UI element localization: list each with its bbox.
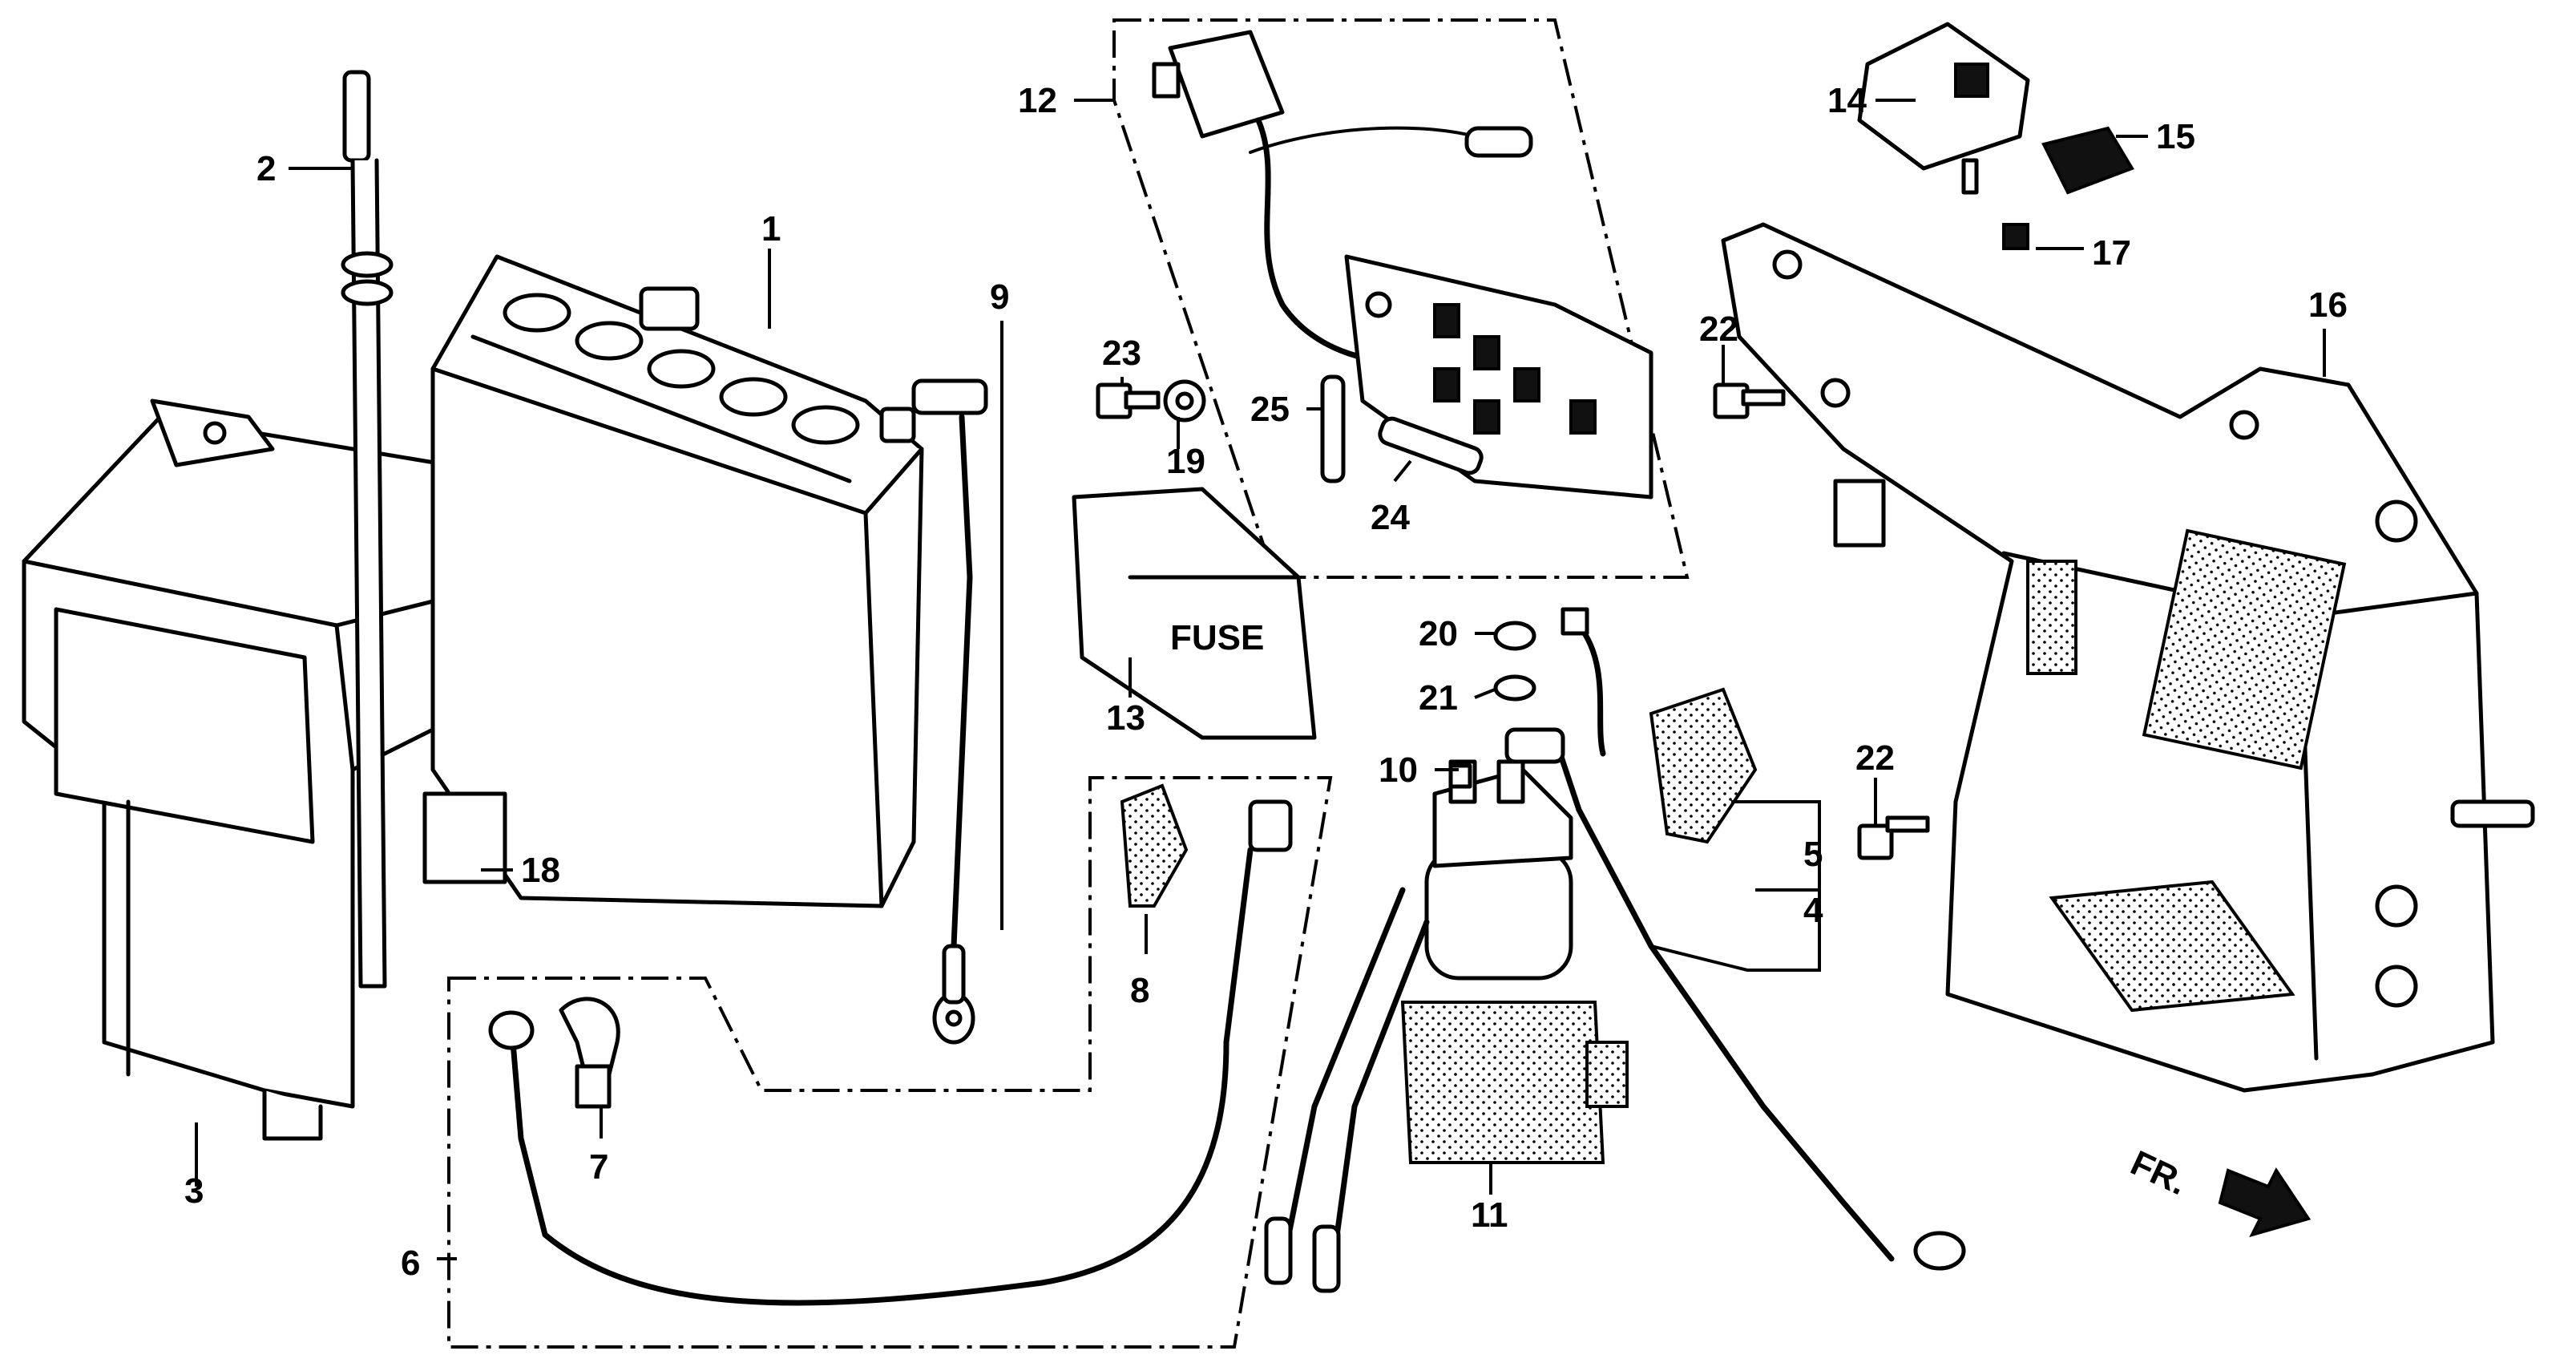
fuse-25 [1320,374,1346,483]
starter-relay [1400,759,1629,1164]
bolt-22-lower [1857,815,1930,860]
positive-cable [488,799,1293,1306]
callout-8: 8 [1130,971,1149,1010]
negative-cable [911,378,988,1045]
callout-19: 19 [1166,442,1205,481]
front-label: FR. [2125,1143,2193,1203]
callout-3: 3 [184,1171,204,1211]
callout-11: 11 [1471,1195,1508,1235]
callout-5: 5 [1803,835,1823,874]
callout-15: 15 [2156,117,2195,156]
battery-vent-tube [341,70,394,989]
relay-14 [1857,22,2030,195]
front-arrow-icon [2218,1167,2312,1238]
callout-1: 1 [761,209,781,249]
terminal-cover-8 [1120,783,1189,908]
callout-23: 23 [1102,334,1141,373]
callout-17: 17 [2092,233,2131,273]
nut-20 [1493,621,1536,651]
callout-12: 12 [1018,81,1057,120]
callout-24: 24 [1371,498,1410,537]
fuse-slots [1433,303,1597,435]
callout-7: 7 [589,1147,608,1187]
positive-cable-group-outline [447,776,1333,1349]
bolt-7 [559,997,620,1109]
callout-25: 25 [1250,390,1290,429]
callout-22-upper: 22 [1699,309,1738,349]
callout-labels: 1 2 3 4 5 6 7 8 9 10 11 12 13 14 15 16 1… [184,81,2348,1283]
callout-10: 10 [1379,750,1418,790]
callout-14: 14 [1827,81,1867,120]
callout-16: 16 [2308,285,2348,325]
callout-21: 21 [1419,678,1458,718]
battery [430,254,924,908]
relay-leads [1264,887,1430,1293]
callout-22-lower: 22 [1855,738,1895,778]
callout-2: 2 [256,149,276,188]
fuse-cover-text: FUSE [1170,618,1264,657]
washer-21 [1493,674,1536,702]
nut-19 [1163,379,1206,423]
callout-4: 4 [1803,891,1823,930]
relay-cover-15 [2041,126,2134,195]
battery-cell-caps [503,293,860,445]
callout-18: 18 [521,851,560,890]
front-direction-indicator: FR. [2125,1143,2312,1238]
terminal-cover-5 [1649,687,1758,844]
bolt-23 [1096,382,1161,419]
starter-cable [1504,607,1966,1271]
callout-9: 9 [990,277,1009,317]
callout-13: 13 [1106,698,1145,738]
battery-box [1721,222,2535,1093]
callout-20: 20 [1419,614,1458,653]
fuse-24 [1378,416,1484,475]
caution-label [422,791,507,884]
grommet-17 [2002,223,2029,250]
leader-lines [195,99,2326,1260]
callout-6: 6 [401,1244,420,1283]
fuse-box-group-outline [1112,18,1690,579]
bolt-22-upper [1713,382,1786,419]
fuse-cover: FUSE [1072,487,1317,740]
